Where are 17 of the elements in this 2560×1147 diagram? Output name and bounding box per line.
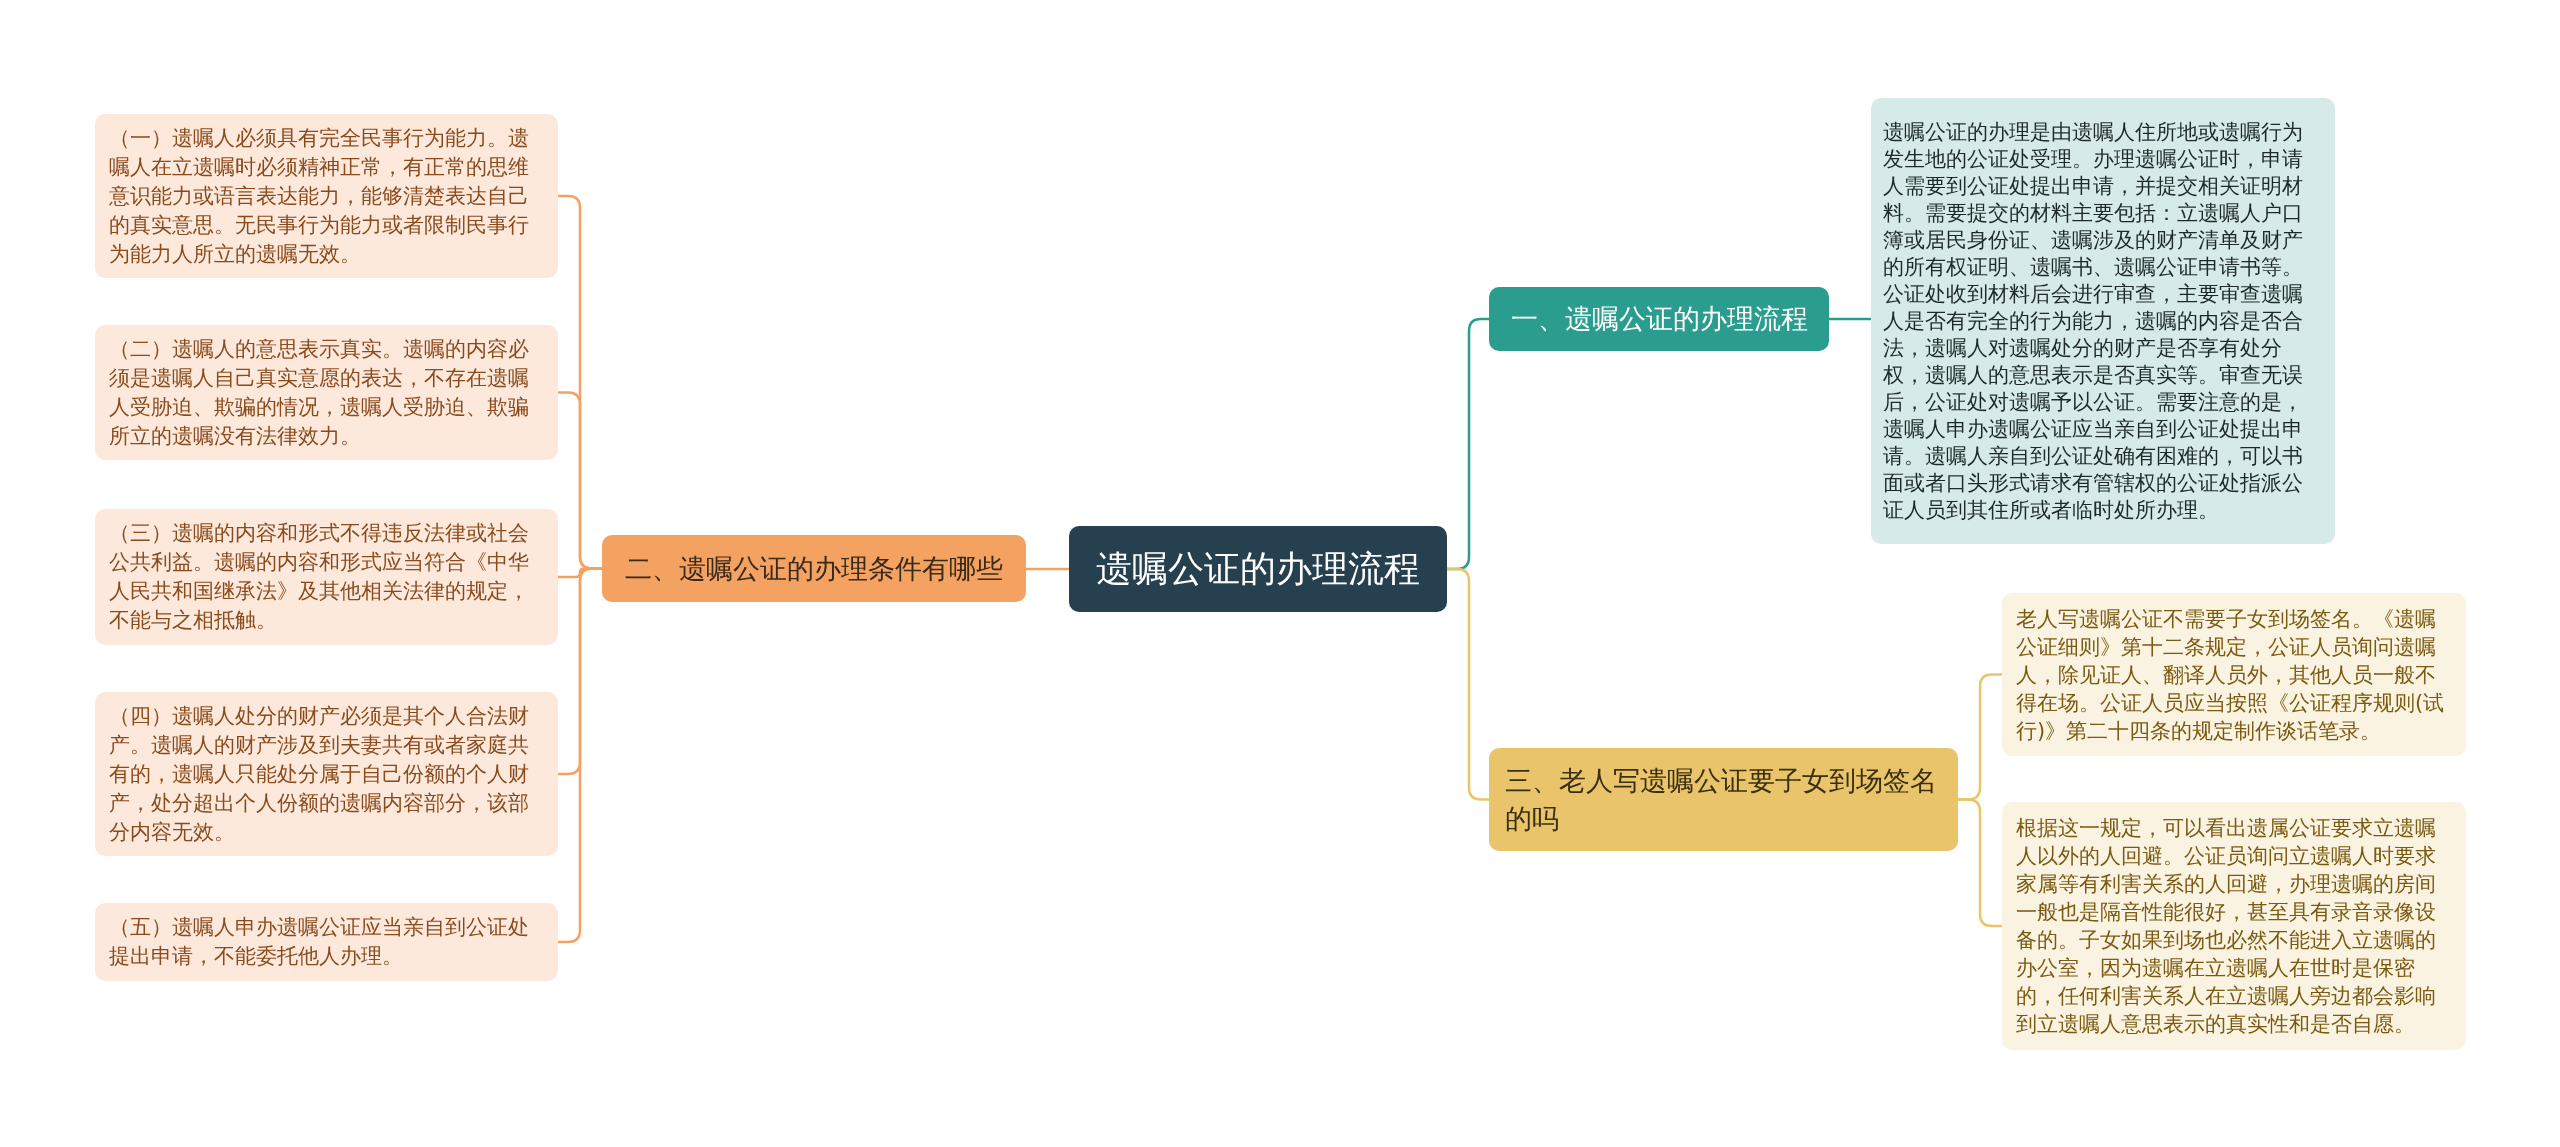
note-box: （五）遗嘱人申办遗嘱公证应当亲自到公证处提出申请，不能委托他人办理。 (95, 903, 558, 981)
root-topic-box: 遗嘱公证的办理流程 (1069, 526, 1447, 612)
connector-line (1829, 317, 1871, 321)
connector-line (1026, 567, 1069, 571)
connector-line (558, 567, 602, 944)
note-box: 根据这一规定，可以看出遗属公证要求立遗嘱人以外的人回避。公证员询问立遗嘱人时要求家属等有利害关系的人回避，办理遗嘱的房间一般也是隔音性能很好，甚至具有录音录像设备的。子女如果到场也必然不能进入立遗嘱的办公室，因为遗嘱在立遗嘱人在世时是保密的，任何利害关系人在立遗嘱人旁边都会影响到立遗嘱人意思表示的真实性和是否自愿。 (2002, 802, 2466, 1050)
note-box: （三）遗嘱的内容和形式不得违反法律或社会公共利益。遗嘱的内容和形式应当符合《中华人民共和国继承法》及其他相关法律的规定，不能与之相抵触。 (95, 509, 558, 645)
connector-line (1958, 798, 2002, 928)
branch-topic-box: 一、遗嘱公证的办理流程 (1489, 287, 1829, 351)
connector-line (1447, 567, 1489, 801)
branch-topic-box: 二、遗嘱公证的办理条件有哪些 (602, 535, 1026, 602)
branch-topic-box: 三、老人写遗嘱公证要子女到场签名的吗 (1489, 748, 1958, 851)
note-box: （二）遗嘱人的意思表示真实。遗嘱的内容必须是遗嘱人自己真实意愿的表达，不存在遗嘱人受胁迫、欺骗的情况，遗嘱人受胁迫、欺骗所立的遗嘱没有法律效力。 (95, 325, 558, 460)
note-box: （一）遗嘱人必须具有完全民事行为能力。遗嘱人在立遗嘱时必须精神正常，有正常的思维意识能力或语言表达能力，能够清楚表达自己的真实意思。无民事行为能力或者限制民事行为能力人所立的遗嘱无效。 (95, 114, 558, 278)
note-box: （四）遗嘱人处分的财产必须是其个人合法财产。遗嘱人的财产涉及到夫妻共有或者家庭共有的，遗嘱人只能处分属于自己份额的个人财产，处分超出个人份额的遗嘱内容部分，该部分内容无效。 (95, 692, 558, 856)
note-box: 老人写遗嘱公证不需要子女到场签名。《遗嘱公证细则》第十二条规定，公证人员询问遗嘱人，除见证人、翻译人员外，其他人员一般不得在场。公证人员应当按照《公证程序规则(试行)》第二十四条的规定制作谈话笔录。 (2002, 593, 2466, 756)
note-box: 遗嘱公证的办理是由遗嘱人住所地或遗嘱行为发生地的公证处受理。办理遗嘱公证时，申请人需要到公证处提出申请，并提交相关证明材料。需要提交的材料主要包括：立遗嘱人户口簿或居民身份证、遗嘱涉及的财产清单及财产的所有权证明、遗嘱书、遗嘱公证申请书等。公证处收到材料后会进行审查，主要审查遗嘱人是否有完全的行为能力，遗嘱的内容是否合法，遗嘱人对遗嘱处分的财产是否享有处分权，遗嘱人的意思表示是否真实等。审查无误后，公证处对遗嘱予以公证。需要注意的是，遗嘱人申办遗嘱公证应当亲自到公证处提出申请。遗嘱人亲自到公证处确有困难的，可以书面或者口头形式请求有管辖权的公证处指派公证人员到其住所或者临时处所办理。 (1871, 98, 2335, 544)
